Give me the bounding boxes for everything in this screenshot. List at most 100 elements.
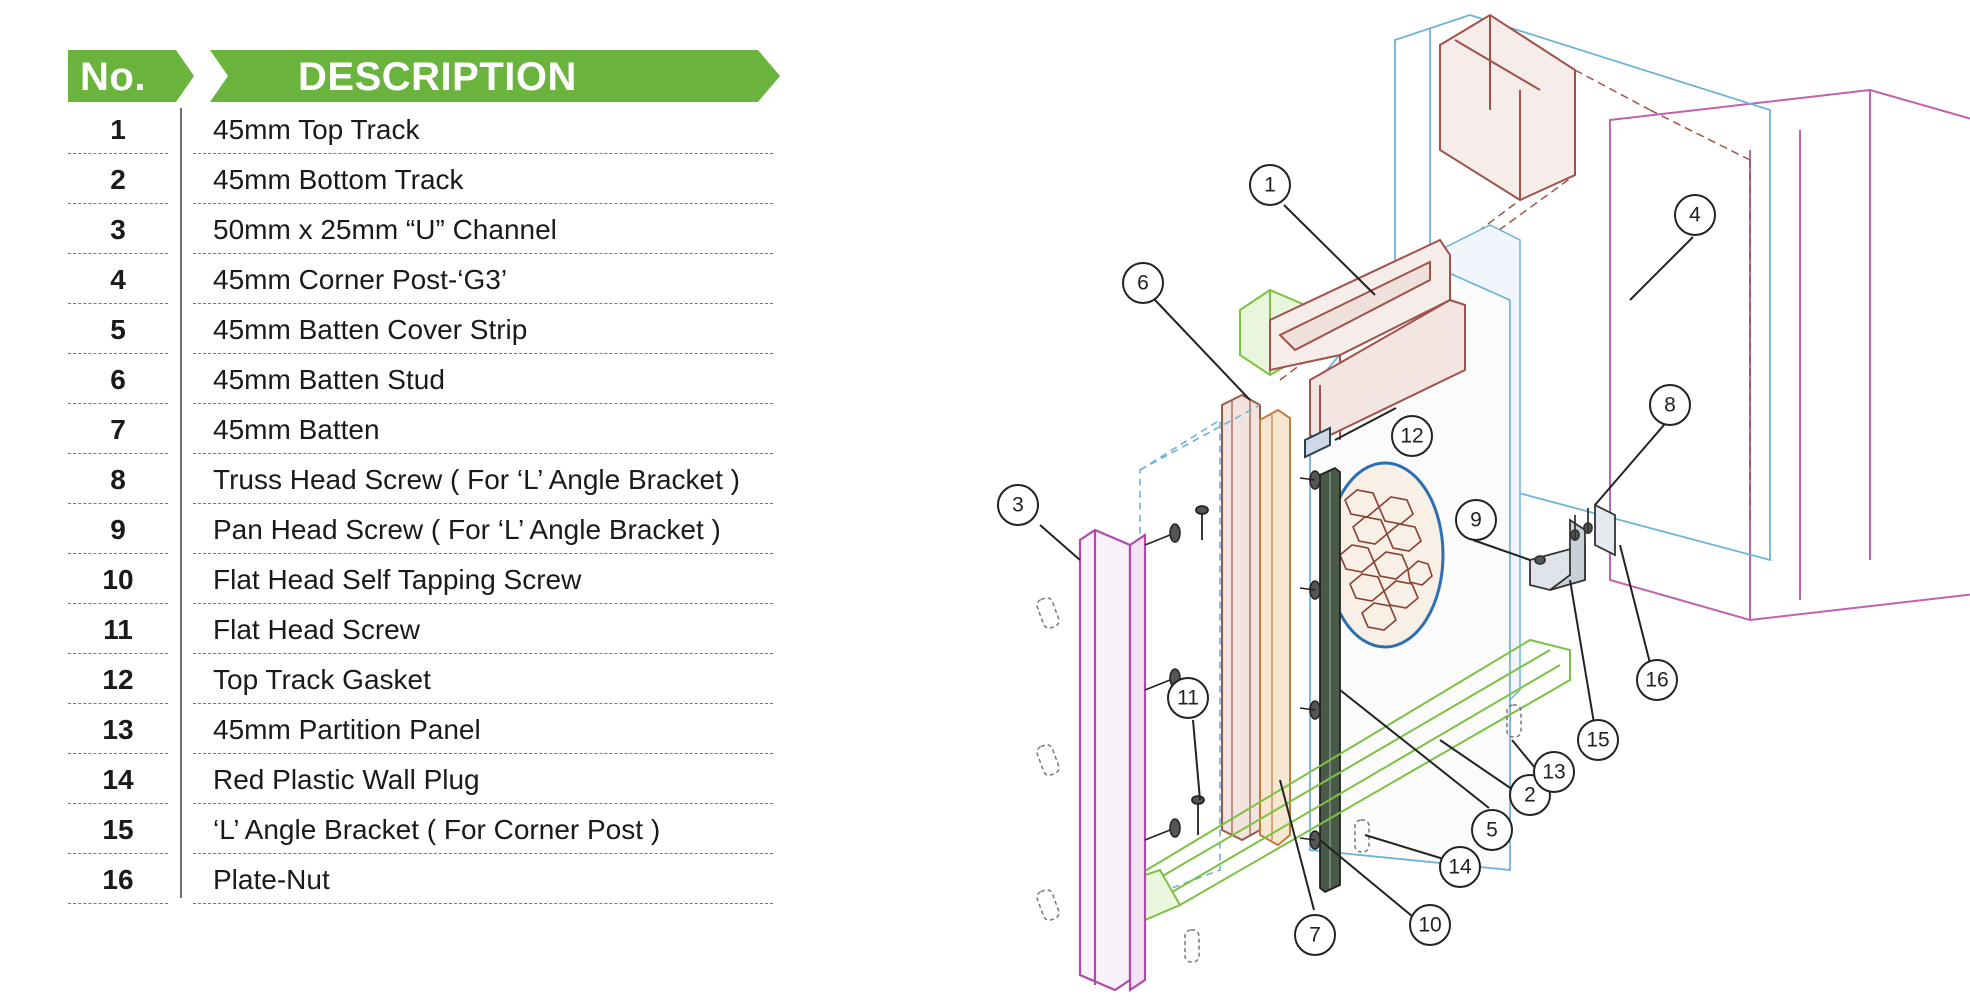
row-divider <box>193 853 773 854</box>
callout-circle <box>1391 415 1433 457</box>
l-angle-bracket <box>1529 503 1616 591</box>
callout-number: 16 <box>1645 669 1668 692</box>
callout-circle <box>1409 904 1451 946</box>
row-divider <box>68 803 168 804</box>
row-divider <box>193 653 773 654</box>
callout-number: 3 <box>1012 494 1024 517</box>
row-divider <box>68 903 168 904</box>
callout-7: 7 <box>1294 914 1336 956</box>
legend-row-number: 15 <box>102 814 134 845</box>
legend-row-description: 45mm Corner Post-‘G3’ <box>213 264 508 295</box>
legend-row-description: Flat Head Self Tapping Screw <box>213 564 582 595</box>
batten <box>1259 408 1291 847</box>
row-divider <box>193 303 773 304</box>
self-tapping-screws <box>1299 470 1321 850</box>
callout-12: 12 <box>1391 415 1433 457</box>
callout-circle <box>1294 914 1336 956</box>
row-divider <box>193 253 773 254</box>
legend-row: 15 ‘L’ Angle Bracket ( For Corner Post ) <box>68 804 783 854</box>
callout-11: 11 <box>1167 677 1209 719</box>
callout-number: 13 <box>1542 761 1565 784</box>
legend-row: 3 50mm x 25mm “U” Channel <box>68 204 783 254</box>
callout-circle <box>1674 194 1716 236</box>
legend-row-number: 3 <box>110 214 126 245</box>
legend-row-description: Pan Head Screw ( For ‘L’ Angle Bracket ) <box>213 514 721 545</box>
callout-number: 6 <box>1137 272 1149 295</box>
callout-number: 11 <box>1177 687 1199 710</box>
callout-circle <box>1636 659 1678 701</box>
row-divider <box>68 703 168 704</box>
flat-head-screws <box>1191 505 1209 835</box>
row-divider <box>68 303 168 304</box>
callout-number: 2 <box>1524 784 1536 807</box>
callout-15: 15 <box>1577 719 1619 761</box>
callout-number: 7 <box>1309 924 1321 947</box>
row-divider <box>193 453 773 454</box>
column-separator <box>180 108 182 898</box>
row-divider <box>68 653 168 654</box>
legend-row-number: 6 <box>110 364 126 395</box>
top-track-gasket <box>1304 426 1331 459</box>
legend-row-number: 12 <box>102 664 134 695</box>
row-divider <box>193 403 773 404</box>
legend-header: No. DESCRIPTION <box>68 50 783 102</box>
row-divider <box>68 353 168 354</box>
callout-number: 4 <box>1689 204 1701 227</box>
legend-row-number: 5 <box>110 314 126 345</box>
legend-row-number: 7 <box>110 414 126 445</box>
callout-1: 1 <box>1249 164 1291 206</box>
row-divider <box>68 253 168 254</box>
callout-circle <box>1471 809 1513 851</box>
legend-row-description: ‘L’ Angle Bracket ( For Corner Post ) <box>213 814 661 845</box>
row-divider <box>68 203 168 204</box>
callout-6: 6 <box>1122 262 1164 304</box>
callout-number: 15 <box>1586 729 1609 752</box>
legend-row-description: 45mm Batten <box>213 414 380 445</box>
header-no-label: No. <box>80 55 146 99</box>
callout-circle <box>1167 677 1209 719</box>
legend-row: 5 45mm Batten Cover Strip <box>68 304 783 354</box>
legend-row: 9 Pan Head Screw ( For ‘L’ Angle Bracket … <box>68 504 783 554</box>
callout-number: 10 <box>1418 914 1441 937</box>
row-divider <box>193 153 773 154</box>
legend-row-number: 1 <box>110 114 126 145</box>
legend-row-number: 9 <box>110 514 126 545</box>
callout-circle <box>1455 499 1497 541</box>
legend-row-description: 45mm Batten Cover Strip <box>213 314 528 345</box>
row-divider <box>68 753 168 754</box>
callout-9: 9 <box>1455 499 1497 541</box>
honeycomb-core <box>1325 461 1445 649</box>
row-divider <box>68 453 168 454</box>
legend-row: 12 Top Track Gasket <box>68 654 783 704</box>
legend-row-description: 45mm Batten Stud <box>213 364 445 395</box>
callout-14: 14 <box>1439 846 1481 888</box>
legend-row-number: 8 <box>110 464 126 495</box>
callout-number: 5 <box>1486 819 1498 842</box>
callout-number: 8 <box>1664 394 1676 417</box>
row-divider <box>68 553 168 554</box>
callout-circle <box>1577 719 1619 761</box>
row-divider <box>193 753 773 754</box>
callout-circle <box>1249 164 1291 206</box>
legend-row-description: Plate-Nut <box>213 864 330 895</box>
row-divider <box>68 603 168 604</box>
header-description-label: DESCRIPTION <box>298 55 577 99</box>
u-channel <box>1078 528 1147 993</box>
row-divider <box>68 403 168 404</box>
batten-cover-strip <box>1319 466 1341 894</box>
row-divider <box>193 903 773 904</box>
legend-row-description: Top Track Gasket <box>213 664 431 695</box>
callout-8: 8 <box>1649 384 1691 426</box>
legend-header-banner <box>68 50 780 102</box>
legend-row-description: 50mm x 25mm “U” Channel <box>213 214 557 245</box>
